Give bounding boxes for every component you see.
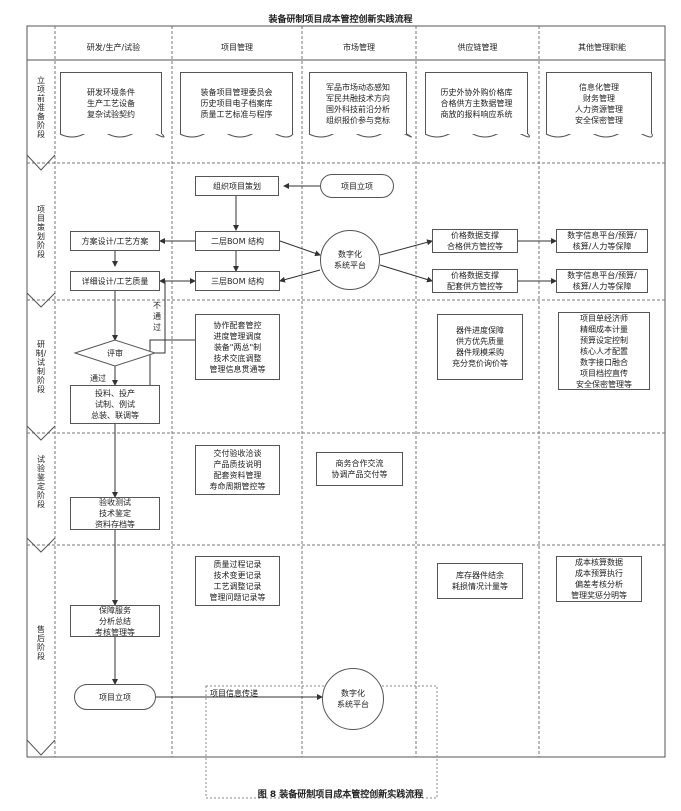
phase-label-after: 售后阶段 (37, 625, 45, 661)
feed-production-box: 投料、投产 试制、例试 总装、联调等 (70, 385, 160, 424)
project-start-node: 项目立项 (320, 174, 394, 198)
phase-dividers (27, 162, 665, 546)
pass-label: 通过 (90, 374, 106, 383)
bom2-box: 二层BOM 结构 (195, 231, 280, 251)
transfer-region (205, 685, 438, 799)
info-transfer-label: 项目信息传递 (210, 689, 258, 698)
detail-design-box: 详细设计/工艺质量 (70, 271, 160, 291)
digital-platform-node: 数字化 系统平台 (320, 230, 380, 290)
prep-doc-other: 信息化管理 财务管理 人力资源管理 安全保密管理 (546, 72, 652, 134)
org-planning-box: 组织项目策划 (195, 176, 279, 196)
test-pm-box: 交付验收洽谈 产品质技说明 配套资料管理 寿命周期管控等 (195, 445, 280, 495)
after-supply-box: 库存器件结余 耗损情况计量等 (437, 563, 523, 599)
review-diamond (73, 339, 157, 367)
review-label: 评审 (107, 349, 123, 358)
bom3-box: 三层BOM 结构 (195, 271, 280, 291)
after-project-start-node: 项目立项 (74, 684, 156, 710)
scheme-design-box: 方案设计/工艺方案 (70, 231, 160, 251)
dev-other-box: 项目单经济师 精细成本计量 预算设定控制 核心人才配置 数字接口融合 项目档控直… (558, 312, 650, 390)
after-digital-platform-node: 数字化 系统平台 (322, 668, 384, 730)
figure-caption: 图 8 装备研制项目成本管控创新实践流程 (257, 790, 424, 800)
phase-label-prep: 立项前准备阶段 (37, 76, 45, 139)
prep-doc-pm: 装备项目管理委员会 历史项目电子档案库 质量工艺标准与程序 (180, 72, 293, 134)
doc-wave-bottoms (59, 130, 653, 138)
diagram-title: 装备研制项目成本管控创新实践流程 (268, 15, 413, 25)
diagram-frame (26, 25, 666, 758)
after-rd-box: 保障服务 分析总结 考核管理等 (70, 605, 160, 637)
test-market-box: 商务合作交流 协调产品交付等 (316, 452, 403, 486)
after-pm-box: 质量过程记录 技术变更记录 工艺调整记录 管理问题记录等 (195, 556, 280, 606)
prep-doc-supply: 历史外协外购价格库 合格供方主数据管理 商放的报料响应系统 (425, 72, 528, 134)
prep-doc-rd: 研发环境条件 生产工艺设备 复杂试验契约 (60, 72, 162, 134)
phase-label-plan: 项目策划阶段 (37, 205, 45, 259)
phase-label-test: 试验鉴定阶段 (37, 455, 45, 509)
lane-dividers (54, 26, 540, 757)
phase-label-dev: 研制/试制阶段 (35, 340, 47, 394)
after-other-box: 成本核算数据 成本预算执行 偏差考核分析 管理奖惩分明等 (556, 556, 642, 602)
lane-header-pm: 项目管理 (221, 43, 253, 52)
dev-pm-box: 协作配套管控 进度管理调度 装备"两总"制 技术交底调整 管理信息贯通等 (195, 314, 280, 380)
lane-header-other: 其他管理职能 (578, 43, 626, 52)
other-support-2: 数字信息平台/预算/ 核算/人力等保障 (556, 269, 648, 293)
supply-price-support-2: 价格数据支撑 配套供方管控等 (432, 269, 518, 293)
lane-header-supply: 供应链管理 (457, 43, 498, 52)
lane-header-rd: 研发/生产/试验 (86, 43, 141, 52)
fail-loop (155, 278, 166, 354)
fail-label: 不 通 过 (153, 301, 161, 332)
phase-chevrons (26, 154, 56, 756)
other-support-1: 数字信息平台/预算/ 核算/人力等保障 (556, 229, 648, 253)
supply-price-support-1: 价格数据支撑 合格供方管控等 (432, 229, 518, 253)
lane-header-market: 市场管理 (343, 43, 375, 52)
dev-supply-box: 器件进度保障 供方优先质量 器件规模采购 充分竞价询价等 (437, 314, 523, 380)
test-rd-box: 验收测试 技术鉴定 资料存档等 (70, 497, 160, 530)
pm-feed-link (149, 339, 195, 395)
plan-arrows (112, 183, 557, 685)
prep-doc-market: 军品市场动态感知 军民共融技术方向 国外科技前沿分析 组织报价参与竞标 (309, 72, 407, 134)
